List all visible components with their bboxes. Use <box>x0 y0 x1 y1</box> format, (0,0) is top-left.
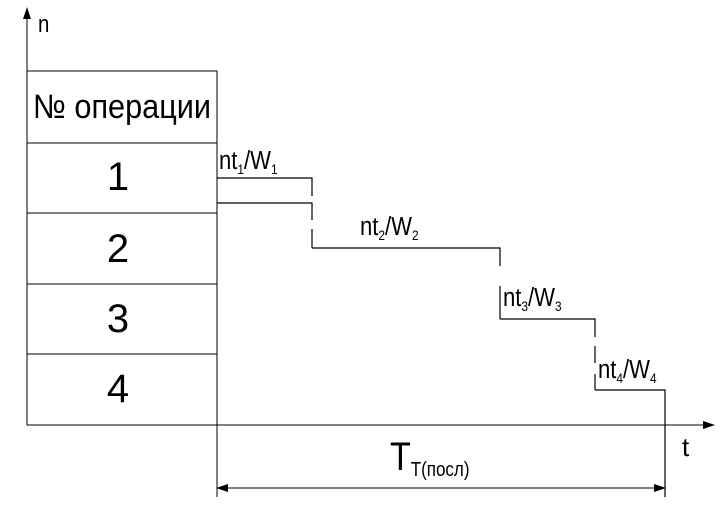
table-row-1: 1 <box>107 155 129 199</box>
operation-4-bar <box>595 389 666 497</box>
y-axis-label: n <box>38 10 49 37</box>
operation-3-label: nt3/W3 <box>503 283 562 314</box>
operation-2-label: nt2/W2 <box>360 212 419 243</box>
operation-4-label: nt4/W4 <box>598 355 657 386</box>
table-header: № операции <box>33 88 211 126</box>
total-time-label: TТ(посл) <box>390 433 470 480</box>
operation-1-label: nt1/W1 <box>219 146 278 177</box>
operation-3-bar <box>500 318 596 390</box>
table-row-2: 2 <box>107 227 129 271</box>
operation-2-bar <box>312 247 501 319</box>
operation-1-bar <box>217 177 313 248</box>
table-row-4: 4 <box>107 367 129 411</box>
x-axis-label: t <box>682 432 690 462</box>
table-row-3: 3 <box>107 297 129 341</box>
operations-table: № операции 1 2 3 4 <box>26 70 218 426</box>
